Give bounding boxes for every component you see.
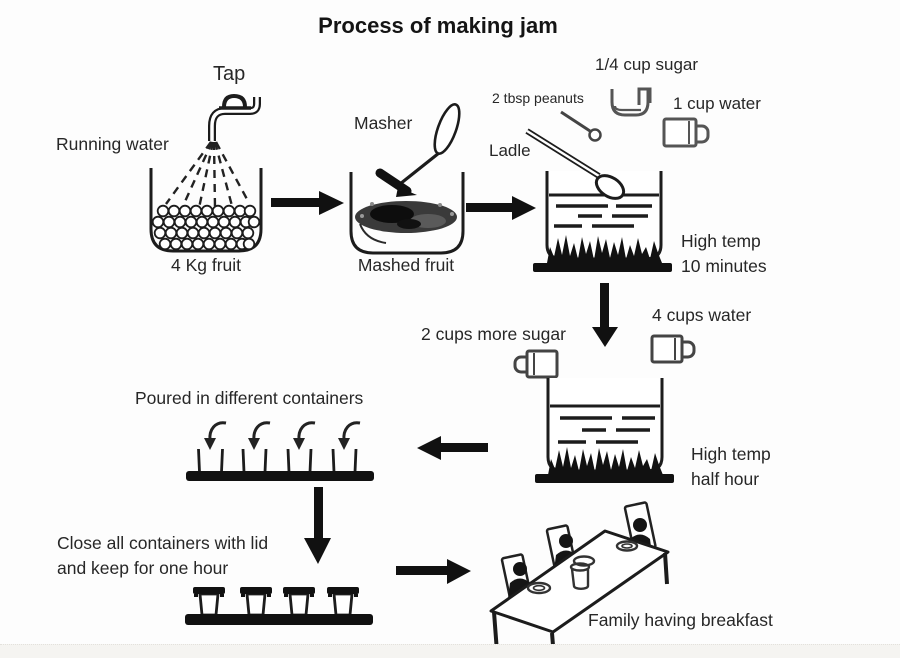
pour-arrows-icon xyxy=(204,421,361,450)
sugar-cup-icon xyxy=(610,87,652,117)
family-breakfast-label: Family having breakfast xyxy=(588,610,773,630)
ladle-label: Ladle xyxy=(489,141,531,160)
close-containers-label: Close all containers with lid and keep f… xyxy=(57,533,269,578)
page-title: Process of making jam xyxy=(318,13,558,38)
containers-base-2-icon xyxy=(185,614,373,625)
arrow-left-icon xyxy=(417,436,488,460)
tap-faucet-icon xyxy=(208,93,261,141)
one-cup-water-label: 1 cup water xyxy=(673,94,761,113)
ladle-icon xyxy=(525,128,626,200)
arrow-right-2-icon xyxy=(466,196,536,220)
arrow-down-2-icon xyxy=(304,487,331,564)
mash-bowl-icon xyxy=(349,172,465,255)
fruit-quantity-label: 4 Kg fruit xyxy=(170,255,242,275)
stove-bar-2-icon xyxy=(535,474,674,483)
heat-2-label: High temp half hour xyxy=(691,444,771,489)
poured-containers-label: Poured in different containers xyxy=(135,388,364,408)
sugar-quarter-cup-label: 1/4 cup sugar xyxy=(595,55,699,74)
peanuts-label: 2 tbsp peanuts xyxy=(492,90,584,106)
table-items-icon xyxy=(526,540,639,595)
water-spray-icon xyxy=(165,141,250,209)
breakfast-table-icon xyxy=(489,529,670,658)
water-mug-1-icon xyxy=(662,117,710,148)
masher-label: Masher xyxy=(354,113,413,133)
running-water-label: Running water xyxy=(56,134,169,154)
mashed-fruit-blob-icon xyxy=(355,201,457,244)
more-sugar-label: 2 cups more sugar xyxy=(421,324,566,344)
fruit-bowl-icon xyxy=(149,168,263,253)
mashed-fruit-label: Mashed fruit xyxy=(357,255,455,275)
stove-bar-1-icon xyxy=(533,263,672,272)
sugar-mug-2-icon xyxy=(513,349,559,379)
masher-icon xyxy=(375,103,461,197)
open-containers-icon xyxy=(197,448,358,473)
heat-1-label: High temp 10 minutes xyxy=(681,231,767,276)
pot-2-liquid-icon xyxy=(550,404,660,444)
peanut-spoon-icon xyxy=(560,110,602,142)
containers-base-1-icon xyxy=(186,471,374,481)
tap-label: Tap xyxy=(213,63,246,85)
arrow-right-3-icon xyxy=(396,559,471,584)
arrow-right-1-icon xyxy=(271,191,344,215)
lidded-containers-icon xyxy=(193,587,359,617)
fruit-pieces-icon xyxy=(151,204,261,251)
bottom-strip xyxy=(0,644,900,658)
four-cups-water-label: 4 cups water xyxy=(652,305,752,325)
water-mug-2-icon xyxy=(650,334,696,364)
arrow-down-1-icon xyxy=(592,283,618,347)
